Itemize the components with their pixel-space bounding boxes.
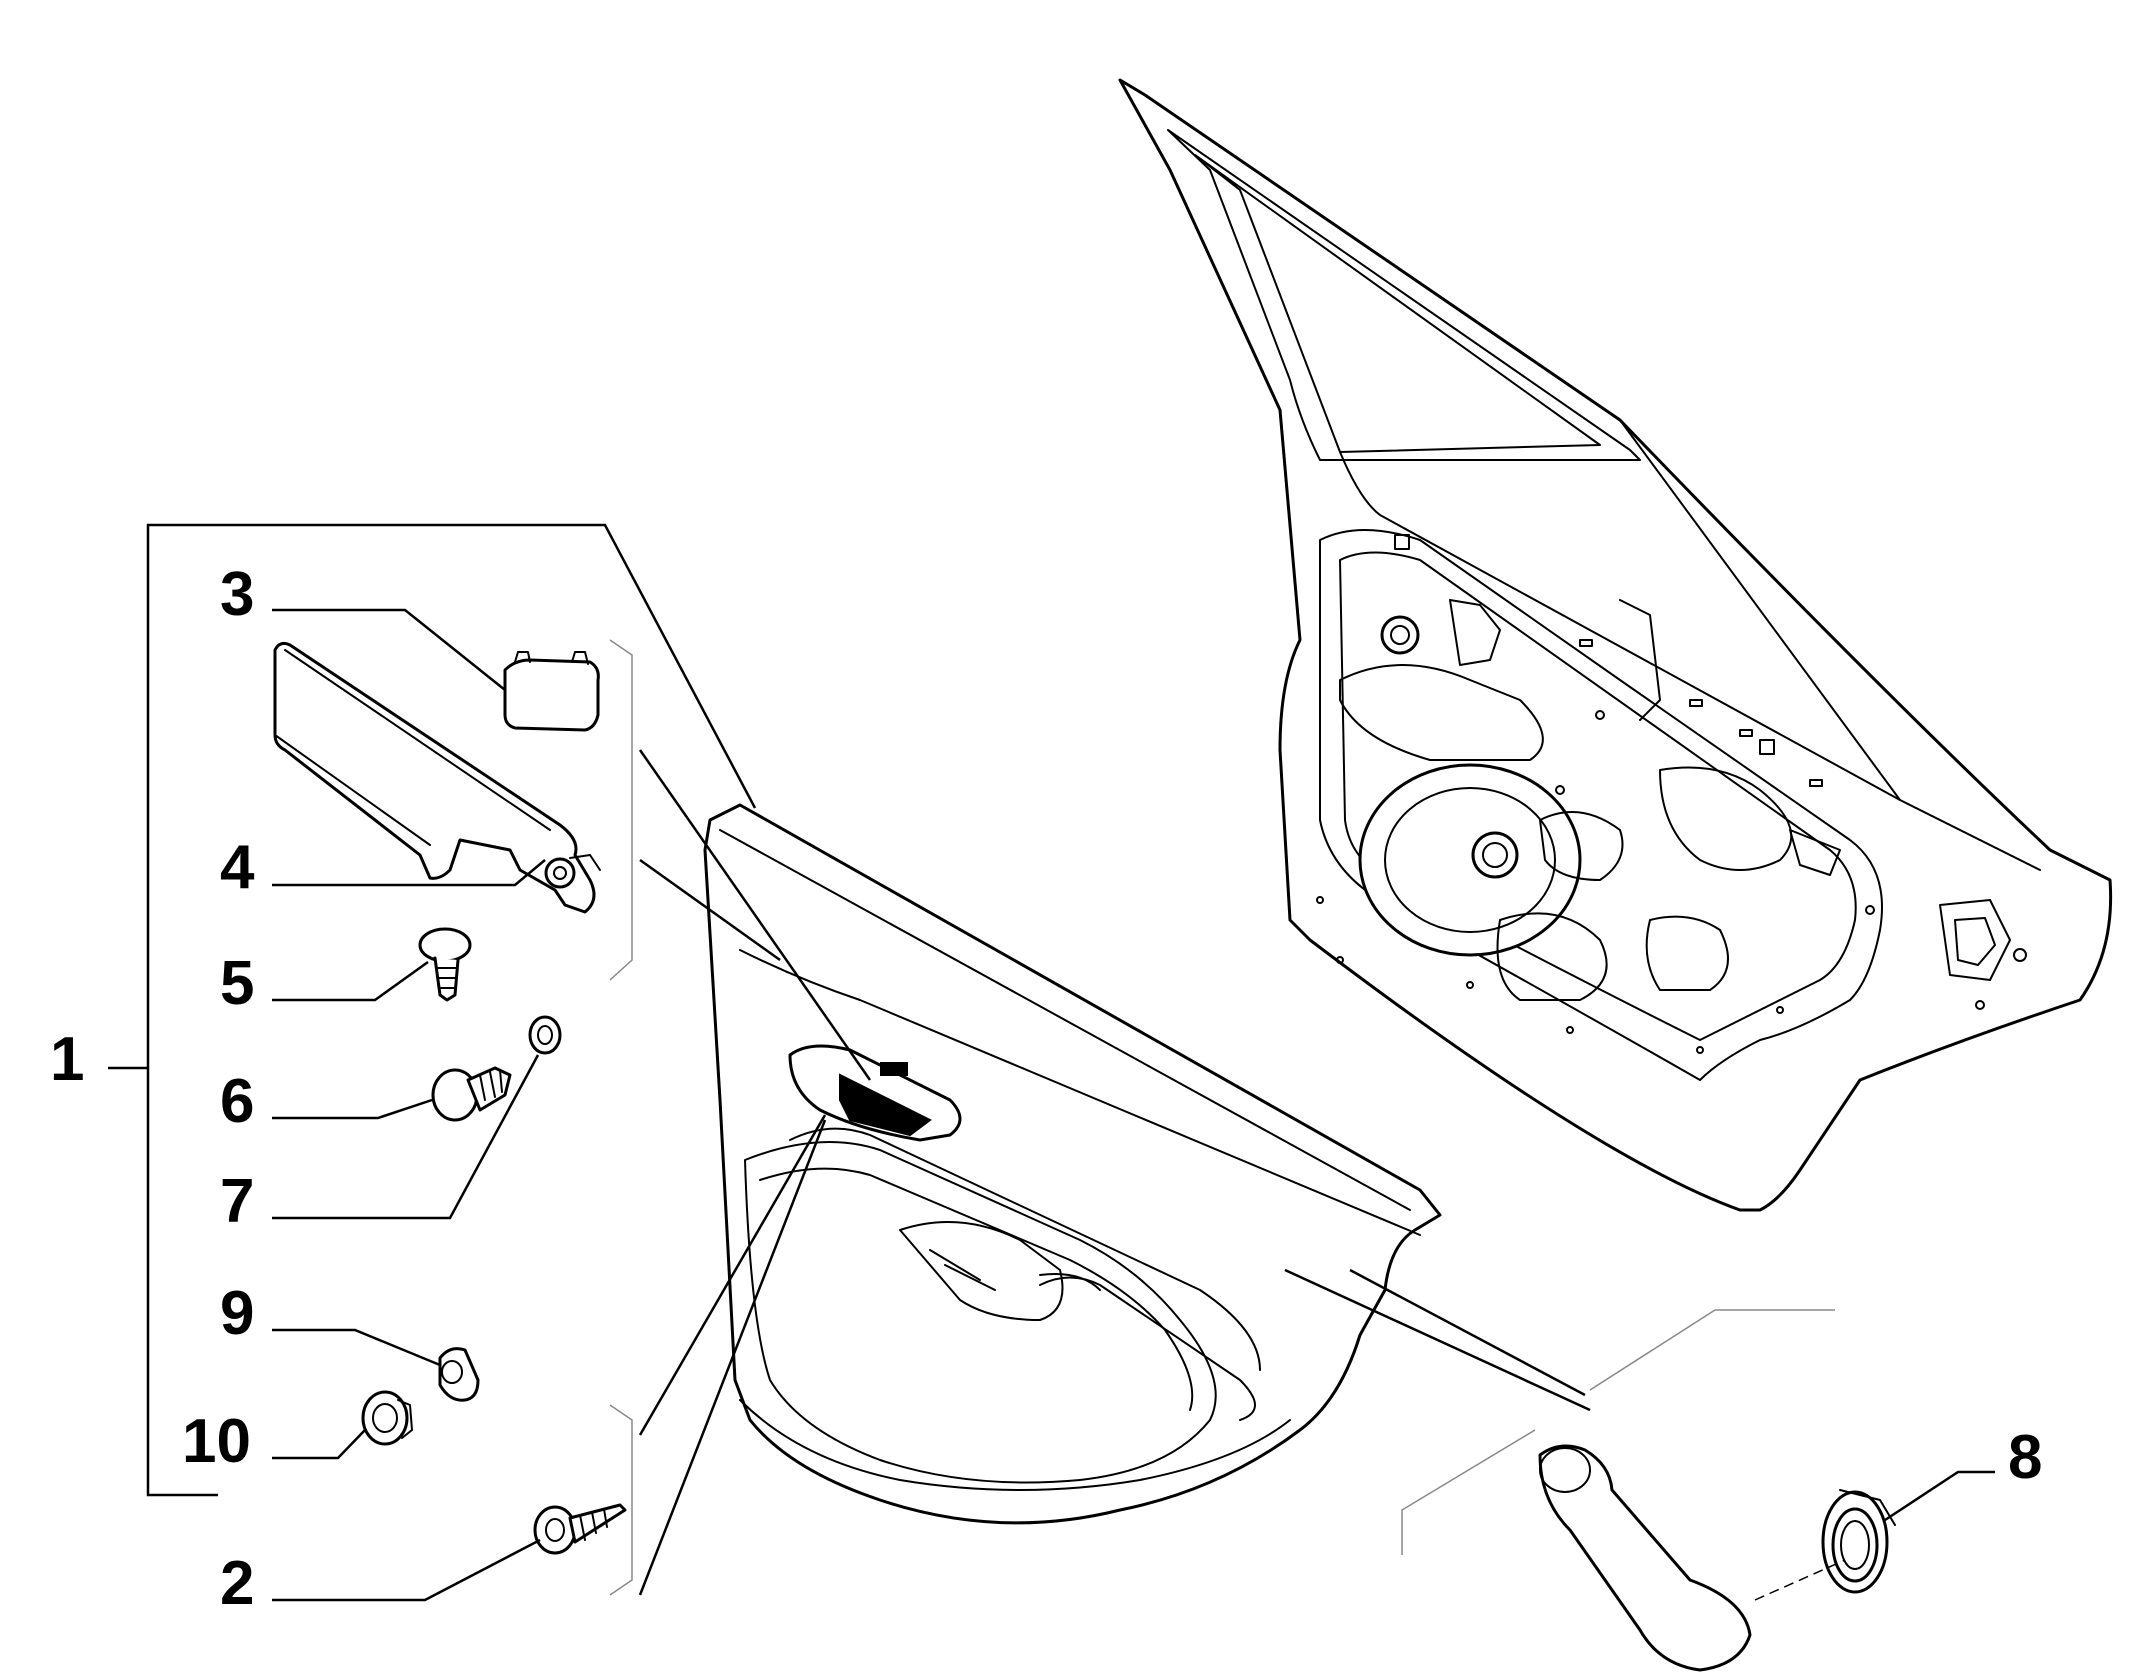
- callout-5: 5: [220, 949, 254, 1018]
- part-10-grommet: [361, 1390, 413, 1446]
- part-2-screw: [533, 1503, 627, 1555]
- part-7-washer: [528, 1015, 562, 1055]
- window-crank-handle: [1538, 1444, 1752, 1672]
- callout-2: 2: [220, 1549, 254, 1618]
- part-6-screw-clip: [431, 1066, 512, 1122]
- callout-10: 10: [182, 1407, 251, 1476]
- door-shell: [1118, 78, 2113, 1212]
- part-5-push-clip: [418, 927, 472, 1002]
- part-4-trim-strip: [273, 641, 601, 914]
- callout-8: 8: [2008, 1423, 2042, 1492]
- door-trim-panel: [703, 803, 1442, 1525]
- callout-labels: 1 3 4 5 6 7 9 10 2 8: [50, 560, 2042, 1618]
- part-3-cap: [503, 651, 600, 732]
- bracket-lines: [609, 639, 1835, 1596]
- callout-4: 4: [220, 833, 255, 902]
- callout-1: 1: [50, 1025, 84, 1094]
- callout-9: 9: [220, 1279, 254, 1348]
- callout-7: 7: [220, 1167, 254, 1236]
- leader-lines: [108, 523, 1995, 1602]
- callout-6: 6: [220, 1067, 254, 1136]
- part-8-escutcheon: [1821, 1489, 1896, 1594]
- callout-3: 3: [220, 560, 254, 629]
- part-9-nut: [438, 1347, 480, 1402]
